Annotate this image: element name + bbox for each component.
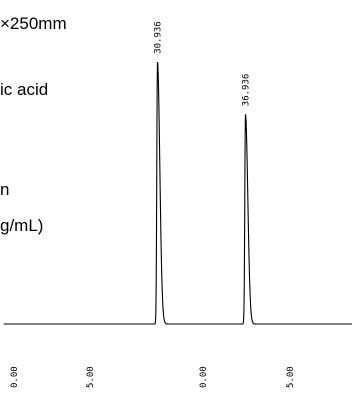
- peak-labels: 30.936 36.936: [154, 21, 252, 106]
- x-tick-labels: 0.00 5.00 0.00 5.00: [10, 366, 296, 388]
- chromatogram-trace: [3, 61, 352, 325]
- x-tick-label-4: 5.00: [286, 366, 296, 388]
- condition-line-1: ×250mm: [0, 14, 67, 33]
- x-tick-label-1: 0.00: [10, 366, 20, 388]
- condition-line-3: n: [0, 180, 10, 199]
- x-tick-label-2: 5.00: [86, 366, 96, 388]
- x-tick-label-3: 0.00: [199, 366, 209, 388]
- condition-line-2: ic acid: [0, 80, 49, 99]
- peak-label-2: 36.936: [242, 74, 252, 107]
- peak-label-1: 30.936: [154, 21, 164, 54]
- condition-line-4: g/mL): [0, 216, 44, 235]
